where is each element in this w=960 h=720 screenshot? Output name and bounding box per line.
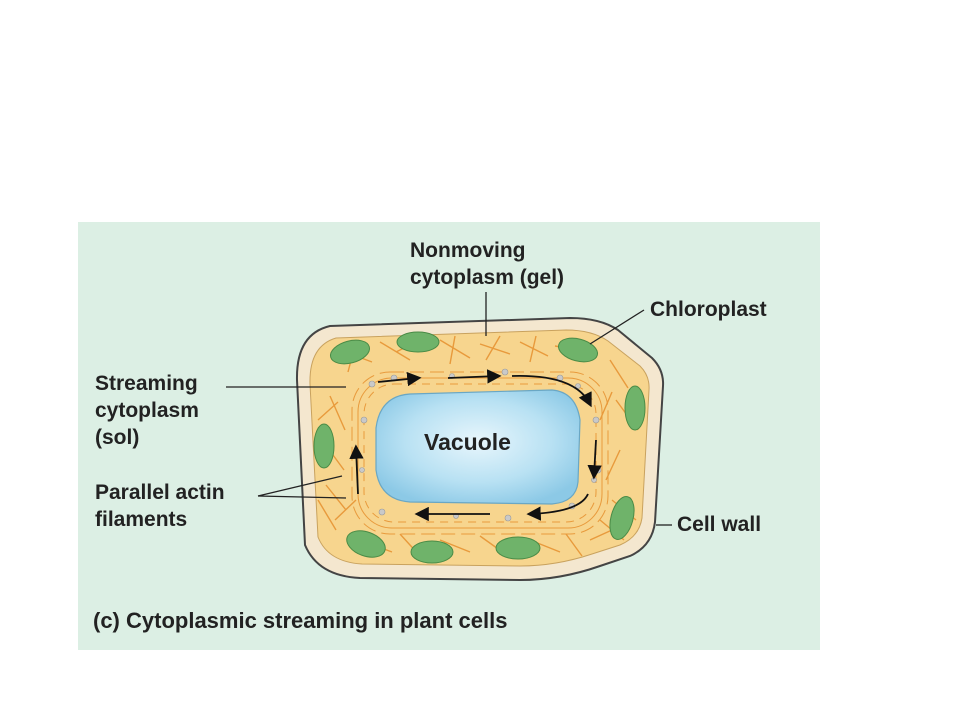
chloroplast-organelle — [495, 536, 541, 560]
label-nonmoving-line1: Nonmoving — [410, 239, 526, 262]
arrow-top-middle — [447, 369, 502, 384]
arrow-bottom-right — [526, 493, 589, 521]
arrow-top-right — [511, 375, 592, 408]
label-actin-line1: Parallel actin — [95, 481, 225, 504]
label-cell-wall: Cell wall — [677, 513, 762, 536]
label-vacuole: Vacuole — [424, 429, 511, 455]
chloroplast-organelle — [609, 496, 635, 540]
label-actin-line2: filaments — [95, 508, 188, 531]
vacuole — [375, 389, 581, 505]
leader-actin-2 — [257, 495, 347, 499]
arrow-top-left — [377, 371, 422, 387]
arrow-left-side — [349, 444, 364, 495]
leader-lines — [226, 292, 672, 526]
chloroplast-organelle — [396, 331, 440, 353]
label-streaming-line3: (sol) — [95, 426, 140, 449]
figure-caption: (c) Cytoplasmic streaming in plant cells — [93, 608, 508, 633]
label-streaming-line2: cytoplasm — [95, 399, 199, 422]
chloroplast-organelle — [313, 423, 335, 469]
chloroplasts — [313, 331, 646, 564]
chloroplast-organelle — [557, 337, 599, 363]
leader-actin-1 — [257, 475, 343, 497]
chloroplast-organelle — [346, 530, 386, 558]
streaming-arrows — [349, 369, 602, 522]
leader-chloroplast — [589, 309, 645, 345]
chloroplast-organelle — [329, 339, 371, 365]
label-streaming-line1: Streaming — [95, 372, 198, 395]
chloroplast-organelle — [410, 540, 454, 564]
label-chloroplast: Chloroplast — [650, 298, 767, 321]
chloroplast-organelle — [624, 385, 646, 431]
label-nonmoving-line2: cytoplasm (gel) — [410, 266, 565, 289]
arrow-right-side — [587, 439, 602, 480]
